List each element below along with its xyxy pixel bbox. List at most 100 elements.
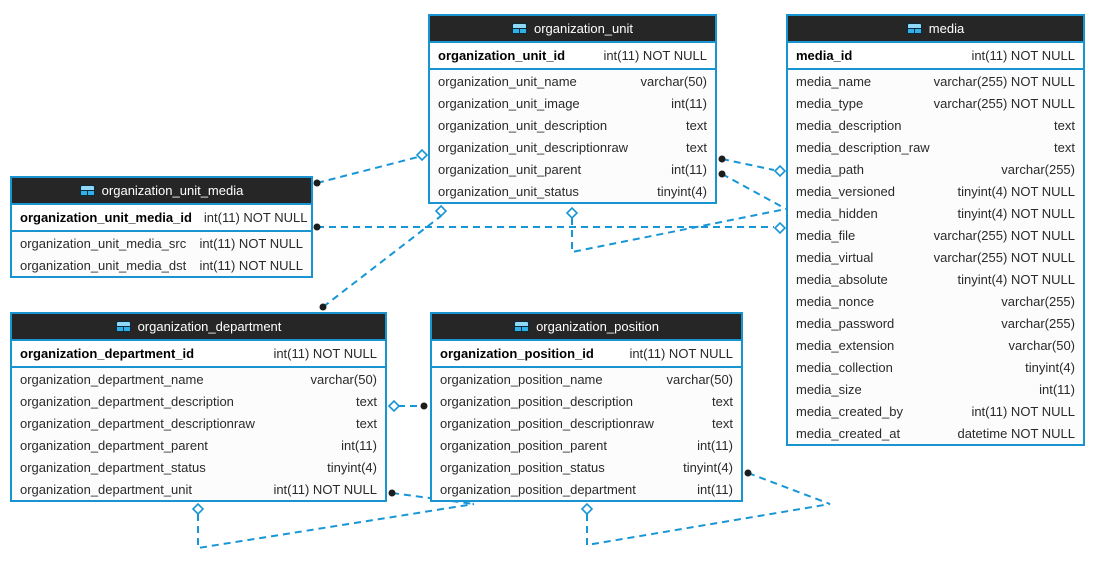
field-type: varchar(50) xyxy=(310,371,377,387)
table-title: organization_department xyxy=(137,319,282,334)
field-type: datetime NOT NULL xyxy=(957,425,1075,441)
relationship-line[interactable] xyxy=(721,173,787,210)
relationship-organization_unit-organization_unit[interactable] xyxy=(565,170,787,254)
relationship-line[interactable] xyxy=(586,503,831,547)
relationship-organization_position-organization_department[interactable] xyxy=(387,399,428,413)
table-header[interactable]: media xyxy=(788,16,1083,43)
relationship-line[interactable] xyxy=(322,215,442,308)
field-name: organization_position_status xyxy=(440,459,605,475)
field-type: int(11) xyxy=(671,161,707,177)
primary-key-name: organization_position_id xyxy=(440,346,594,361)
table-header[interactable]: organization_unit xyxy=(430,16,715,43)
field-type: int(11) xyxy=(697,481,733,497)
field-name: organization_department_status xyxy=(20,459,206,475)
field-type: varchar(255) xyxy=(1001,315,1075,331)
relationship-line[interactable] xyxy=(721,158,775,171)
table-icon xyxy=(115,321,131,332)
field-name: organization_unit_image xyxy=(438,95,580,111)
field-type: varchar(255) NOT NULL xyxy=(933,227,1075,243)
field-row[interactable]: organization_position_parent int(11) xyxy=(432,434,741,456)
relationship-organization_unit_media-organization_unit[interactable] xyxy=(313,148,429,187)
connector-dot-endpoint xyxy=(313,223,321,231)
field-type: text xyxy=(712,415,733,431)
field-type: int(11) xyxy=(1039,381,1075,397)
relationship-line[interactable] xyxy=(316,156,419,184)
field-name: organization_position_parent xyxy=(440,437,607,453)
field-type: int(11) NOT NULL xyxy=(273,481,377,497)
primary-key-name: organization_department_id xyxy=(20,346,195,361)
relationship-organization_department-organization_unit[interactable] xyxy=(319,204,448,311)
field-type: varchar(50) xyxy=(640,73,707,89)
field-row[interactable]: media_created_at datetime NOT NULL xyxy=(788,422,1083,444)
relationship-line[interactable] xyxy=(747,472,831,505)
relationship-organization_unit-media[interactable] xyxy=(718,155,787,178)
field-name: media_created_at xyxy=(796,425,901,441)
field-name: organization_unit_status xyxy=(438,183,579,199)
relationship-organization_unit_media-media[interactable] xyxy=(313,221,787,235)
relationship-line[interactable] xyxy=(571,208,787,254)
relationship-line[interactable] xyxy=(197,503,475,550)
table-header[interactable]: organization_position xyxy=(432,314,741,341)
connector-dot-endpoint xyxy=(388,489,396,497)
connector-diamond-endpoint xyxy=(773,164,787,178)
table-icon xyxy=(511,23,527,34)
field-type: varchar(255) NOT NULL xyxy=(933,249,1075,265)
connector-diamond-endpoint xyxy=(773,221,787,235)
connector-dot-endpoint xyxy=(420,402,428,410)
relationship-organization_position-organization_position[interactable] xyxy=(580,469,831,547)
field-type: text xyxy=(1054,117,1075,133)
connector-dot-endpoint xyxy=(744,469,752,477)
field-type: int(11) xyxy=(697,437,733,453)
field-name: media_created_by xyxy=(796,403,903,419)
field-name: media_absolute xyxy=(796,271,888,287)
table-organization_department[interactable]: organization_department organization_depa… xyxy=(10,312,387,502)
table-header[interactable]: organization_unit_media xyxy=(12,178,311,205)
field-type: varchar(255) xyxy=(1001,293,1075,309)
table-header[interactable]: organization_department xyxy=(12,314,385,341)
